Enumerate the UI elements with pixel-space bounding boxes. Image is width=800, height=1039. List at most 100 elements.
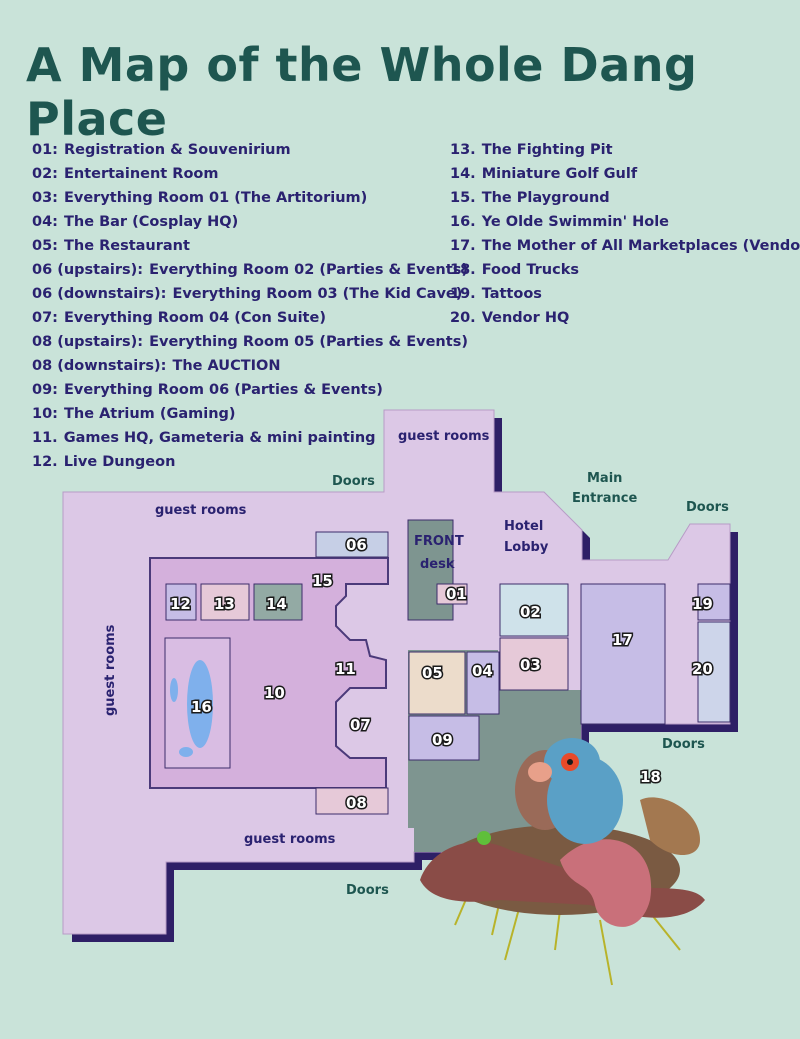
legend-item: 05: The Restaurant — [32, 234, 468, 258]
badge-09: 09 — [432, 731, 453, 749]
legend-item-label: Games HQ, Gameteria & mini painting — [63, 430, 376, 446]
legend-item-label: Everything Room 06 (Parties & Events) — [63, 382, 383, 398]
legend-item: 04: The Bar (Cosplay HQ) — [32, 210, 468, 234]
badge-16: 16 — [191, 698, 212, 716]
room-01 — [436, 583, 468, 605]
badge-14: 14 — [266, 595, 287, 613]
legend-item: 09: Everything Room 06 (Parties & Events) — [32, 378, 468, 402]
legend-item-number: 08 (upstairs): — [32, 334, 144, 350]
legend-item: 15.The Playground — [450, 186, 800, 210]
guest-rooms-west-label: guest rooms — [103, 624, 118, 716]
doors-north-label: Doors — [332, 474, 375, 489]
badge-18: 18 — [640, 768, 661, 786]
legend-item: 08 (downstairs): The AUCTION — [32, 354, 468, 378]
legend-item: 14. Miniature Golf Gulf — [450, 162, 800, 186]
legend-item-label: The Mother of All Marketplaces (Vendors) — [481, 238, 800, 254]
legend-item: 13.The Fighting Pit — [450, 138, 800, 162]
rooms-12-14 — [165, 583, 303, 621]
room-05 — [408, 651, 466, 715]
legend-item-label: Miniature Golf Gulf — [481, 166, 638, 182]
main-entrance-label-1: Main — [587, 471, 622, 486]
doors-southeast-label: Doors — [662, 737, 705, 752]
room-03 — [499, 637, 569, 691]
legend-item-label: Everything Room 01 (The Artitorium) — [63, 190, 368, 206]
badge-17: 17 — [612, 631, 633, 649]
legend-item-number: 13. — [450, 142, 476, 158]
badge-08: 08 — [346, 794, 367, 812]
legend-item-label: The Restaurant — [63, 238, 190, 254]
badge-10: 10 — [264, 684, 285, 702]
legend-item: 02: Entertainent Room — [32, 162, 468, 186]
legend-item-label: Registration & Souvenirium — [63, 142, 291, 158]
legend-item-number: 17. — [450, 238, 476, 254]
legend-item-label: The Bar (Cosplay HQ) — [63, 214, 239, 230]
hotel-lobby-label-2: Lobby — [504, 540, 549, 555]
legend-item-number: 09: — [32, 382, 58, 398]
page-title: A Map of the Whole Dang Place — [26, 38, 698, 146]
legend-item: 03: Everything Room 01 (The Artitorium) — [32, 186, 468, 210]
legend-item-label: The AUCTION — [172, 358, 281, 374]
legend-item-label: Live Dungeon — [63, 454, 176, 470]
legend-item: 18.Food Trucks — [450, 258, 800, 282]
room-20 — [697, 621, 731, 723]
legend-item-number: 03: — [32, 190, 58, 206]
doors-south-label: Doors — [346, 883, 389, 898]
room-16-pool — [164, 637, 231, 769]
badge-01: 01 — [446, 585, 467, 603]
legend-item-label: Everything Room 05 (Parties & Events) — [149, 334, 468, 350]
legend-item-number: 05: — [32, 238, 58, 254]
legend-item: 11. Games HQ, Gameteria & mini painting — [32, 426, 468, 450]
legend-right: 13.The Fighting Pit 14. Miniature Golf Gul… — [450, 138, 800, 330]
legend-item-number: 15. — [450, 190, 476, 206]
badge-13: 13 — [214, 595, 235, 613]
legend-item-label: Tattoos — [481, 286, 542, 302]
legend-item-number: 12. — [32, 454, 58, 470]
legend-item: 17. The Mother of All Marketplaces (Vendo… — [450, 234, 800, 258]
guest-rooms-south-label: guest rooms — [244, 832, 336, 847]
legend-item-number: 04: — [32, 214, 58, 230]
guest-rooms-north-label: guest rooms — [155, 503, 247, 518]
legend-item-number: 06 (upstairs): — [32, 262, 144, 278]
legend-item-number: 08 (downstairs): — [32, 358, 167, 374]
legend-item-label: Ye Olde Swimmin' Hole — [481, 214, 670, 230]
badge-07: 07 — [350, 716, 371, 734]
legend-item-number: 16. — [450, 214, 476, 230]
room-08 — [315, 787, 389, 815]
legend-item: 06 (downstairs):Everything Room 03 (The … — [32, 282, 468, 306]
legend-item-number: 06 (downstairs): — [32, 286, 167, 302]
legend-item-number: 20. — [450, 310, 476, 326]
legend-item: 12. Live Dungeon — [32, 450, 468, 474]
badge-02: 02 — [520, 603, 541, 621]
legend-item-label: The Atrium (Gaming) — [63, 406, 236, 422]
legend-item-label: Everything Room 04 (Con Suite) — [63, 310, 326, 326]
guest-rooms-top-label: guest rooms — [398, 429, 490, 444]
room-04 — [466, 651, 500, 715]
front-desk-label-2: desk — [420, 557, 455, 572]
badge-20: 20 — [692, 660, 713, 678]
legend-item: 07: Everything Room 04 (Con Suite) — [32, 306, 468, 330]
legend-item: 19. Tattoos — [450, 282, 800, 306]
legend-item-label: Entertainent Room — [63, 166, 219, 182]
badge-03: 03 — [520, 656, 541, 674]
badge-04: 04 — [472, 662, 493, 680]
badge-12: 12 — [170, 595, 191, 613]
room-09 — [408, 715, 480, 761]
badge-05: 05 — [422, 664, 443, 682]
room-19 — [697, 583, 731, 621]
legend-item-number: 11. — [32, 430, 58, 446]
legend-item: 20.Vendor HQ — [450, 306, 800, 330]
legend-item: 10: The Atrium (Gaming) — [32, 402, 468, 426]
legend-item: 16. Ye Olde Swimmin' Hole — [450, 210, 800, 234]
legend-item-number: 18. — [450, 262, 476, 278]
legend-item-number: 02: — [32, 166, 58, 182]
legend-item-number: 19. — [450, 286, 476, 302]
main-entrance-label-2: Entrance — [572, 491, 637, 506]
badge-15: 15 — [312, 572, 333, 590]
legend-item-number: 10: — [32, 406, 58, 422]
room-02 — [499, 583, 569, 637]
legend-item-number: 14. — [450, 166, 476, 182]
legend-item-number: 07: — [32, 310, 58, 326]
doors-east-label: Doors — [686, 500, 729, 515]
hotel-lobby-label-1: Hotel — [504, 519, 543, 534]
